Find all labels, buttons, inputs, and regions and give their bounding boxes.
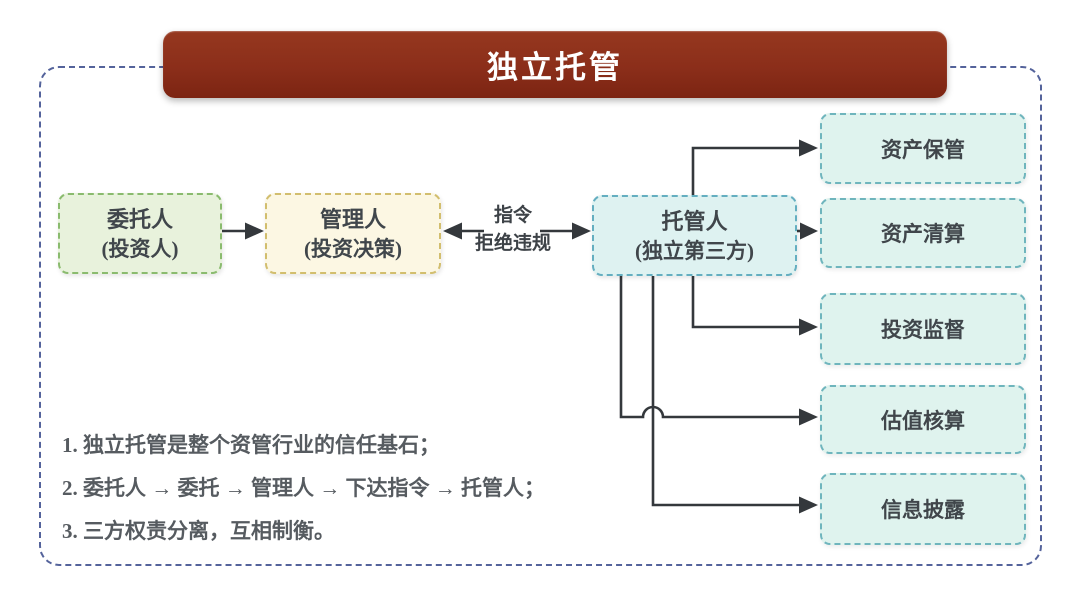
edge-label-reject-violation: 拒绝违规 xyxy=(474,233,551,254)
node-asset-safekeeping-label: 资产保管 xyxy=(881,137,965,162)
node-investment-supervision: 投资监督 xyxy=(820,293,1026,365)
diagram-title: 独立托管 xyxy=(487,50,623,85)
note-line-3: 3. 三方权责分离，互相制衡。 xyxy=(62,519,335,543)
node-information-disclosure-label: 信息披露 xyxy=(881,498,965,522)
node-client-subtitle: (投资人) xyxy=(101,236,179,261)
node-asset-settlement: 资产清算 xyxy=(820,198,1026,268)
note-line-2: 2. 委托人 → 委托 → 管理人 → 下达指令 → 托管人； xyxy=(62,476,545,500)
edge-label-instruction: 指令 xyxy=(493,205,532,226)
node-custodian-name: 托管人 xyxy=(661,208,728,234)
node-manager-name: 管理人 xyxy=(319,206,386,232)
node-client-name: 委托人 xyxy=(106,206,173,232)
node-valuation-accounting: 估值核算 xyxy=(820,385,1026,454)
node-investment-supervision-label: 投资监督 xyxy=(881,318,965,342)
note-line-1: 1. 独立托管是整个资管行业的信任基石； xyxy=(62,433,440,457)
node-custodian-subtitle: (独立第三方) xyxy=(635,238,754,263)
node-asset-settlement-label: 资产清算 xyxy=(881,222,965,246)
node-information-disclosure: 信息披露 xyxy=(820,473,1026,545)
node-asset-safekeeping: 资产保管 xyxy=(820,113,1026,184)
node-custodian: 托管人 (独立第三方) xyxy=(592,195,797,276)
node-manager: 管理人 (投资决策) xyxy=(265,193,441,274)
title-banner: 独立托管 xyxy=(163,31,947,98)
node-valuation-accounting-label: 估值核算 xyxy=(881,408,965,433)
node-client: 委托人 (投资人) xyxy=(58,193,222,274)
edge-label-instruction-reject: 指令 拒绝违规 xyxy=(458,202,568,258)
node-manager-subtitle: (投资决策) xyxy=(304,236,402,261)
notes-block: 1. 独立托管是整个资管行业的信任基石； 2. 委托人 → 委托 → 管理人 →… xyxy=(62,424,545,553)
